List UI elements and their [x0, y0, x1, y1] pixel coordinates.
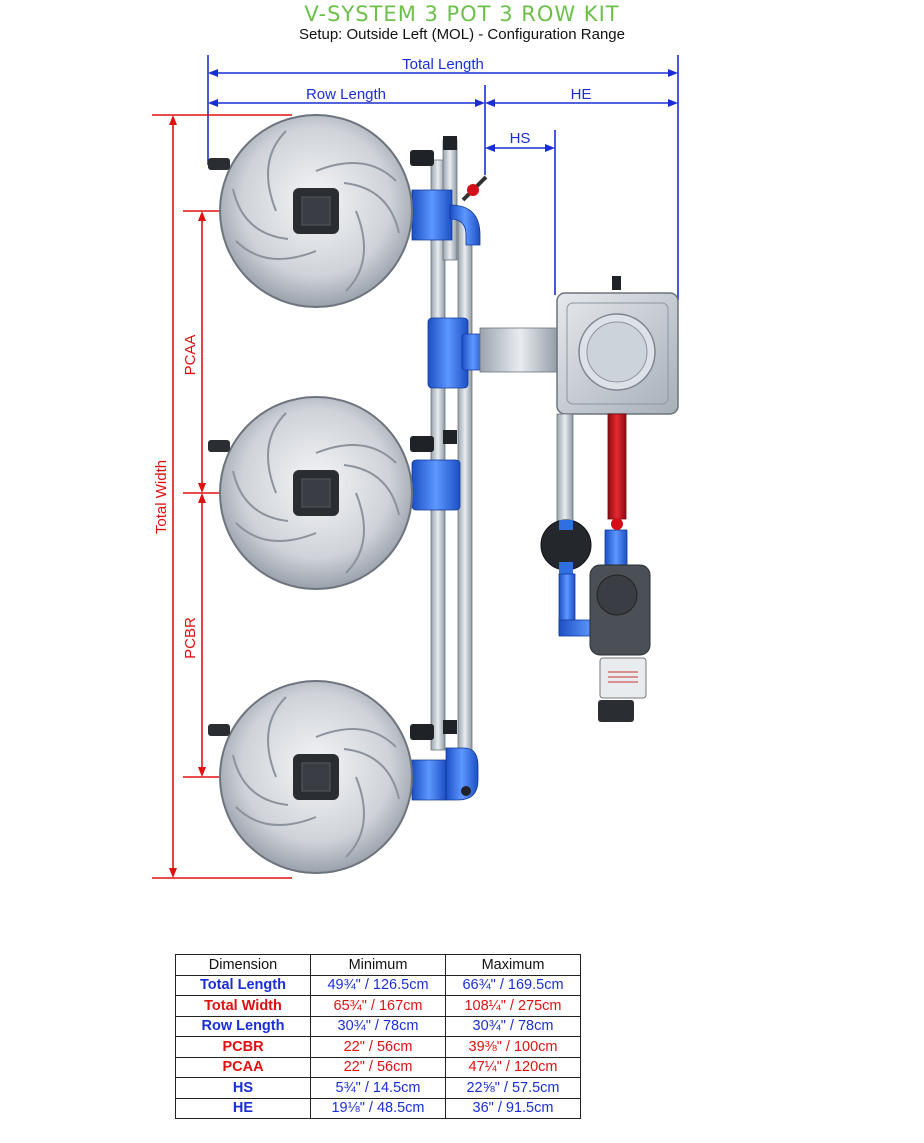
row-max: 36" / 91.5cm [445, 1097, 581, 1119]
dimension-table: Dimension Minimum Maximum Total Length 4… [175, 954, 581, 1119]
reservoir [556, 276, 679, 415]
blue-fittings [411, 189, 485, 801]
pump [589, 564, 651, 722]
row-min: 49¾" / 126.5cm [310, 974, 446, 996]
pcaa-label: PCAA [182, 335, 199, 376]
row-name: Row Length [175, 1015, 311, 1037]
reservoir-red-pipe [607, 413, 627, 520]
row-max: 66¾" / 169.5cm [445, 974, 581, 996]
row-min: 5¾" / 14.5cm [310, 1077, 446, 1099]
row-name: PCBR [175, 1036, 311, 1058]
table-row: PCAA 22" / 56cm 47¼" / 120cm [175, 1056, 581, 1078]
pot-1 [208, 114, 413, 308]
row-max: 22⅝" / 57.5cm [445, 1077, 581, 1099]
row-name: HE [175, 1097, 311, 1119]
he-label: HE [571, 86, 592, 103]
table-row: PCBR 22" / 56cm 39⅜" / 100cm [175, 1036, 581, 1058]
table-row: Row Length 30¾" / 78cm 30¾" / 78cm [175, 1015, 581, 1037]
pcbr-label: PCBR [182, 617, 199, 659]
row-length-label: Row Length [306, 86, 386, 103]
row-min: 65¾" / 167cm [310, 995, 446, 1017]
row-min: 19⅛" / 48.5cm [310, 1097, 446, 1119]
manifold-valves [410, 136, 471, 796]
reservoir-return-pipe [556, 413, 574, 525]
dimension-he [485, 99, 678, 107]
row-max: 39⅜" / 100cm [445, 1036, 581, 1058]
dimension-total-length [207, 55, 679, 300]
dimension-total-width [152, 114, 292, 879]
table-row: Total Length 49¾" / 126.5cm 66¾" / 169.5… [175, 974, 581, 996]
hs-label: HS [510, 130, 531, 147]
dimension-row-length [208, 85, 486, 175]
pump-red-valve [611, 518, 623, 530]
total-length-label: Total Length [402, 56, 484, 73]
page-subtitle: Setup: Outside Left (MOL) - Configuratio… [298, 26, 625, 43]
row-name: HS [175, 1077, 311, 1099]
table-row: Total Width 65¾" / 167cm 108¼" / 275cm [175, 995, 581, 1017]
filter-canister [540, 519, 592, 574]
header-minimum: Minimum [310, 954, 446, 976]
header-dimension: Dimension [175, 954, 311, 976]
table-row: HE 19⅛" / 48.5cm 36" / 91.5cm [175, 1097, 581, 1119]
row-name: PCAA [175, 1056, 311, 1078]
row-min: 22" / 56cm [310, 1056, 446, 1078]
dimension-hs [485, 130, 556, 295]
row-min: 22" / 56cm [310, 1036, 446, 1058]
row-max: 30¾" / 78cm [445, 1015, 581, 1037]
pot-2 [208, 396, 413, 590]
row-min: 30¾" / 78cm [310, 1015, 446, 1037]
table-row: HS 5¾" / 14.5cm 22⅝" / 57.5cm [175, 1077, 581, 1099]
pot-3 [208, 680, 413, 874]
row-max: 47¼" / 120cm [445, 1056, 581, 1078]
row-name: Total Length [175, 974, 311, 996]
feed-pipe [479, 327, 561, 373]
table-header-row: Dimension Minimum Maximum [175, 954, 581, 976]
row-max: 108¼" / 275cm [445, 995, 581, 1017]
header-maximum: Maximum [445, 954, 581, 976]
system-diagram: Total Length Row Length HE HS Total Widt… [152, 55, 679, 879]
row-name: Total Width [175, 995, 311, 1017]
page-title: V-SYSTEM 3 POT 3 ROW KIT [304, 2, 620, 26]
total-width-label: Total Width [153, 460, 170, 534]
top-red-valve [461, 175, 488, 202]
